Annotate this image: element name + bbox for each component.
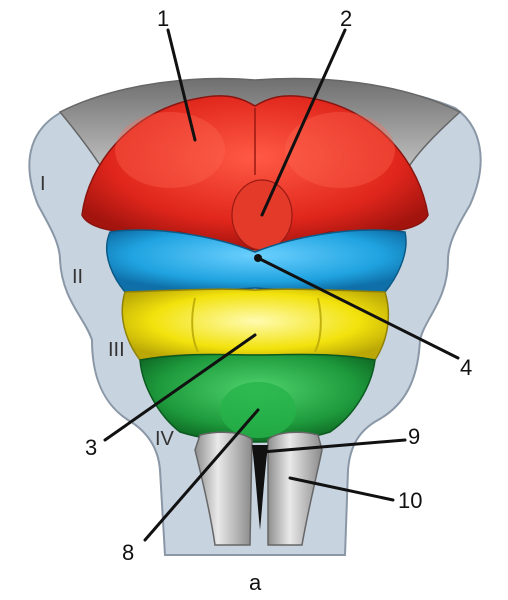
callout-2: 2: [340, 6, 352, 31]
figure-caption: a: [249, 570, 262, 595]
callout-8: 8: [122, 540, 134, 565]
callout-4: 4: [460, 355, 472, 380]
callout-3: 3: [85, 435, 97, 460]
segment-yellow: [122, 289, 388, 360]
callout-9: 9: [408, 424, 420, 449]
region-II: II: [72, 266, 83, 288]
region-III: III: [108, 339, 125, 361]
region-IV: IV: [155, 428, 175, 450]
callout-1: 1: [157, 6, 169, 31]
callout-10: 10: [398, 488, 422, 513]
region-I: I: [40, 173, 46, 195]
red-lobe-left: [115, 112, 225, 188]
